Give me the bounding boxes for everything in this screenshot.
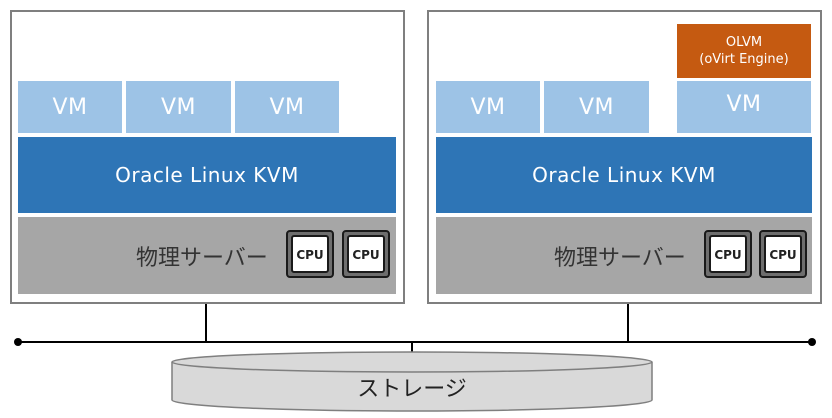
olvm-title: OLVM: [725, 35, 763, 50]
cpu-chip-icon: CPU: [704, 230, 752, 278]
storage-uplink: [411, 342, 413, 356]
left-vm-3: VM: [235, 81, 339, 133]
storage-disk-icon: [171, 351, 653, 412]
right-cpu-1-label: CPU: [714, 248, 741, 262]
right-vm-2: VM: [544, 81, 649, 133]
cpu-chip-icon: CPU: [286, 230, 334, 278]
olvm-management-box: OLVM (oVirt Engine): [677, 24, 811, 78]
network-bus-line: [18, 341, 812, 343]
left-vm-1: VM: [18, 81, 122, 133]
right-server-uplink: [627, 304, 629, 342]
right-vm-2-label: VM: [578, 94, 615, 120]
network-bus-right-endpoint: [808, 338, 816, 346]
cpu-chip-icon: CPU: [759, 230, 807, 278]
left-vm-2-label: VM: [160, 94, 197, 120]
network-bus-left-endpoint: [14, 338, 22, 346]
cpu-chip-icon: CPU: [342, 230, 390, 278]
left-physical-server-label: 物理サーバー: [136, 246, 268, 271]
olvm-subtitle: (oVirt Engine): [699, 52, 789, 67]
right-hypervisor-layer: Oracle Linux KVM: [436, 137, 812, 213]
left-hypervisor-label: Oracle Linux KVM: [115, 163, 299, 187]
left-server-uplink: [205, 304, 207, 342]
left-vm-1-label: VM: [52, 94, 88, 120]
left-cpu-1-label: CPU: [296, 248, 323, 262]
left-cpu-chip-1: CPU: [286, 230, 334, 278]
left-vm-2: VM: [126, 81, 231, 133]
left-cpu-2-label: CPU: [352, 248, 379, 262]
left-hypervisor-layer: Oracle Linux KVM: [18, 137, 396, 213]
right-vm-1-label: VM: [470, 94, 506, 120]
right-cpu-chip-1: CPU: [704, 230, 752, 278]
right-physical-server-label: 物理サーバー: [554, 246, 686, 271]
right-vm-3: VM: [677, 81, 811, 133]
storage-label: ストレージ: [357, 377, 467, 402]
left-vm-3-label: VM: [269, 94, 305, 120]
right-cpu-2-label: CPU: [769, 248, 796, 262]
right-vm-3-label: VM: [726, 91, 762, 117]
storage-disk: [171, 351, 653, 412]
right-hypervisor-label: Oracle Linux KVM: [532, 163, 716, 187]
left-cpu-chip-2: CPU: [342, 230, 390, 278]
right-vm-1: VM: [436, 81, 540, 133]
right-cpu-chip-2: CPU: [759, 230, 807, 278]
